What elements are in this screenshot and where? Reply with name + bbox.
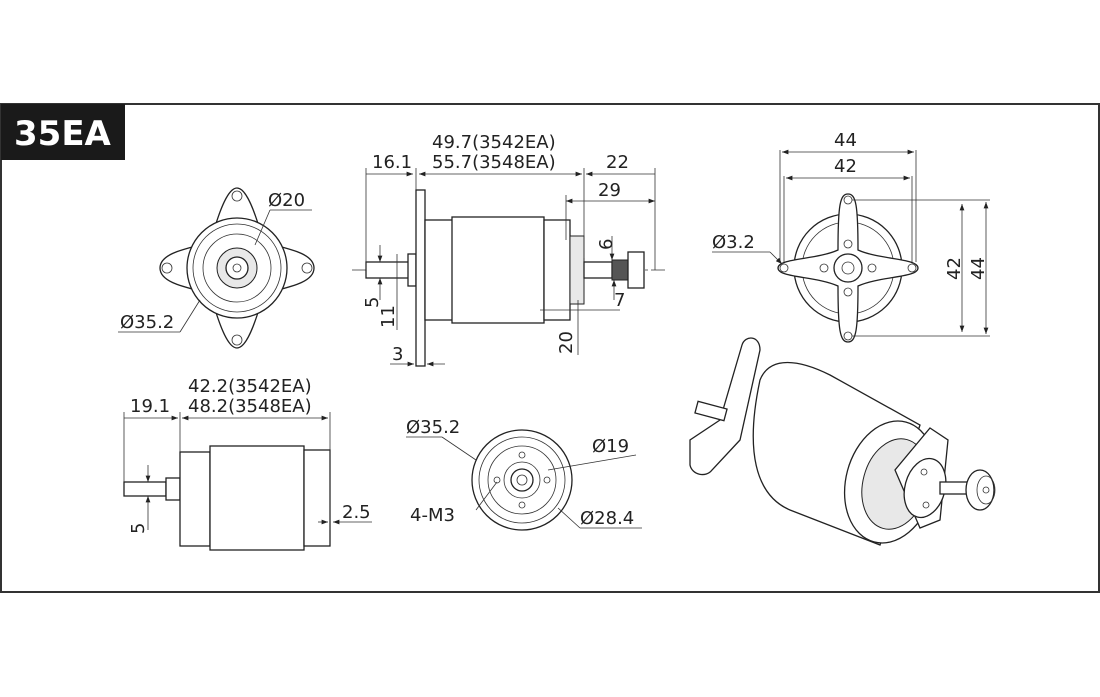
body-length-a-label: 42.2(3542EA): [188, 376, 312, 397]
drawing-frame: [0, 103, 1100, 593]
boss-11-label: 11: [378, 305, 399, 328]
shaft-5-label: 5: [362, 297, 383, 308]
front-view: Ø20 Ø35.2: [118, 187, 315, 349]
prop-29-label: 29: [598, 180, 621, 201]
isometric-view: [689, 337, 996, 546]
body-shaft-len-label: 19.1: [130, 396, 170, 417]
badge-label: 35EA: [14, 114, 112, 154]
mount-inner-w-label: 42: [834, 156, 857, 177]
mount-inner-h-label: 42: [944, 257, 965, 280]
side-view: 16.1 49.7(3542EA) 55.7(3548EA) 22 29 6 7…: [352, 132, 668, 367]
body-dia-label: Ø35.2: [120, 312, 174, 333]
hub-20-label: 20: [556, 331, 577, 354]
rear-view: Ø35.2 Ø19 4-M3 Ø28.4: [406, 417, 642, 531]
body-offset-label: 2.5: [342, 502, 371, 523]
flange-dia-label: Ø20: [268, 190, 305, 211]
mount-view: 44 42 42 44 Ø3.2: [712, 130, 990, 343]
mount-outer-w-label: 44: [834, 130, 857, 151]
side-length-a-label: 49.7(3542EA): [432, 132, 556, 153]
mount-hole-label: Ø3.2: [712, 232, 755, 253]
rear-bolt-circle-label: Ø19: [592, 436, 629, 457]
title-badge: 35EA: [1, 104, 125, 160]
side-length-b-label: 55.7(3548EA): [432, 152, 556, 173]
thread-7-label: 7: [614, 290, 625, 311]
flange-3-label: 3: [392, 344, 403, 365]
rear-threads-label: 4-M3: [410, 505, 455, 526]
rear-body-dia-label: Ø35.2: [406, 417, 460, 438]
body-length-b-label: 48.2(3548EA): [188, 396, 312, 417]
mount-outer-h-label: 44: [968, 257, 989, 280]
body-view: 19.1 42.2(3542EA) 48.2(3548EA) 5 2.5: [123, 376, 372, 551]
rear-inner-dia-label: Ø28.4: [580, 508, 634, 529]
thread-6-label: 6: [596, 239, 617, 250]
body-shaft-dia-label: 5: [128, 523, 149, 534]
prop-22-label: 22: [606, 152, 629, 173]
shaft-rear-label: 16.1: [372, 152, 412, 173]
